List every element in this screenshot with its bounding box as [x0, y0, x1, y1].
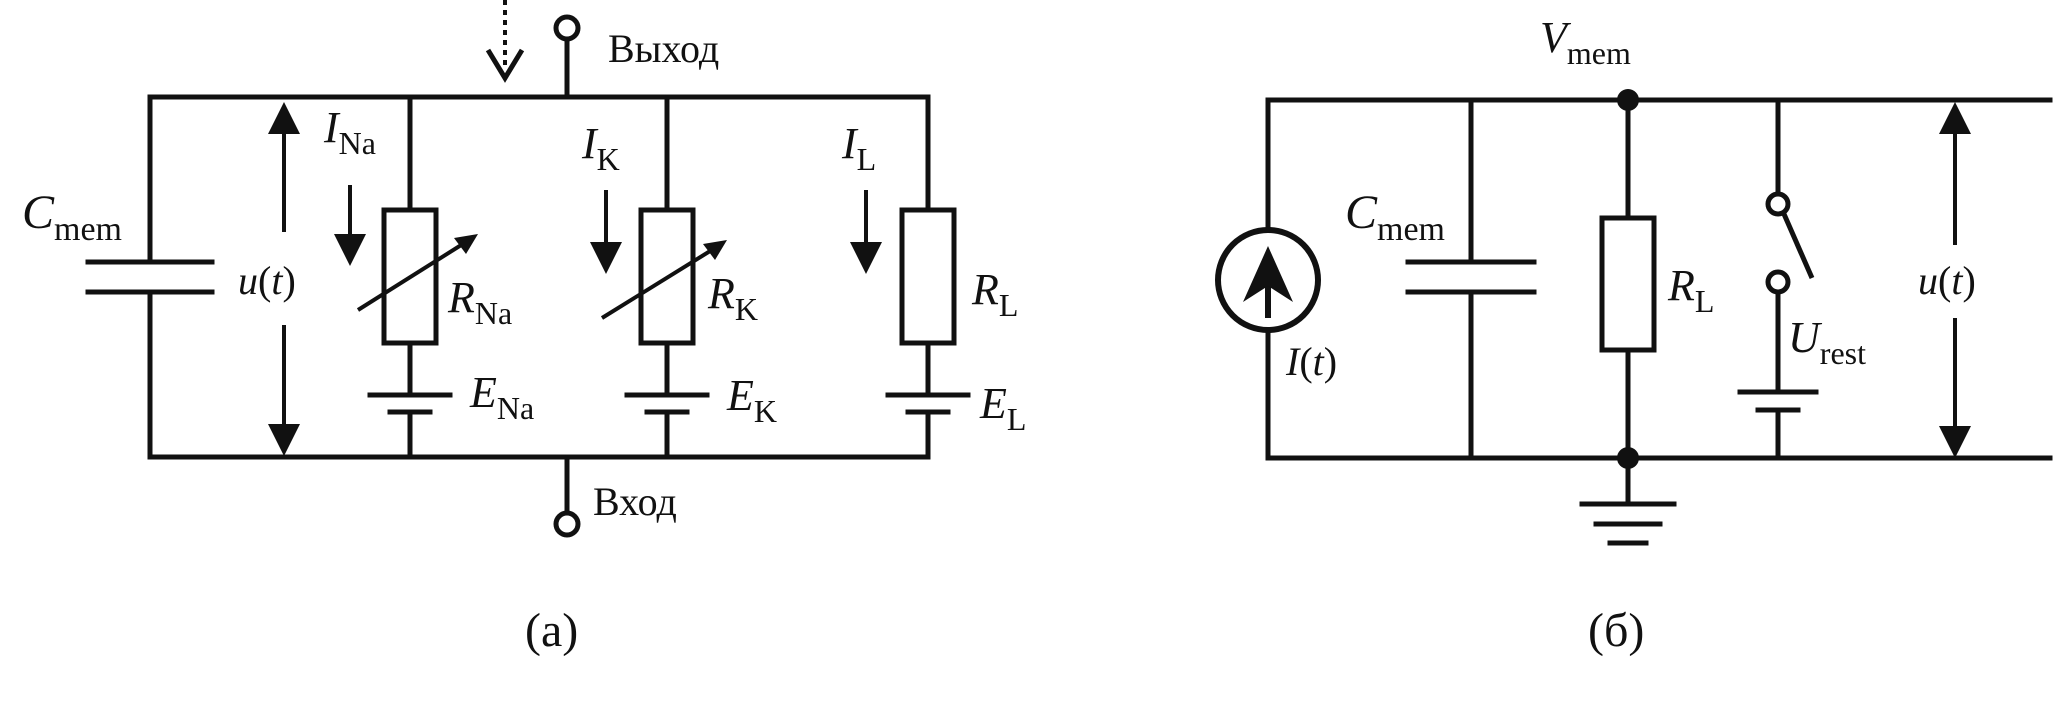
- leak-resistor-b: [1599, 89, 1657, 469]
- u-rest-label: Urest: [1788, 313, 1866, 371]
- i-of-t-label: I(t): [1285, 339, 1337, 384]
- vmem-label: Vmem: [1540, 13, 1631, 71]
- i-l-label: IL: [841, 119, 876, 177]
- e-na-label: ENa: [469, 368, 534, 426]
- cmem-label-a: Cmem: [22, 186, 122, 248]
- r-k-label: RK: [707, 269, 758, 327]
- output-label: Выход: [608, 26, 719, 71]
- cmem-label-b: Cmem: [1345, 186, 1445, 248]
- membrane-capacitor-b: [1405, 97, 1537, 461]
- diagram-a: Выход Вход Cmem u(t): [22, 0, 1026, 657]
- u-of-t-label-b: u(t): [1918, 258, 1976, 303]
- diagram-b: I(t) Cmem Vmem RL: [1215, 13, 2053, 657]
- caption-b: (б): [1588, 604, 1644, 657]
- ground-symbol: [1579, 455, 1677, 546]
- i-k-label: IK: [581, 119, 620, 177]
- input-terminal: [553, 454, 581, 538]
- e-k-label: EK: [726, 371, 777, 429]
- r-na-label: RNa: [447, 273, 512, 331]
- e-l-label: EL: [979, 379, 1026, 437]
- caption-a: (а): [525, 604, 578, 657]
- stimulus-dashed-arrow: [485, 0, 525, 83]
- reset-switch-branch: [1737, 97, 1819, 461]
- sodium-branch: [356, 94, 478, 460]
- potassium-branch: [600, 94, 727, 460]
- r-l-label-b: RL: [1667, 261, 1714, 319]
- membrane-capacitor-a: [85, 94, 215, 460]
- current-source: [1215, 97, 1321, 461]
- i-na-label: INa: [323, 103, 376, 161]
- leak-branch: [885, 94, 971, 460]
- r-l-label-a: RL: [971, 265, 1018, 323]
- u-of-t-label-a: u(t): [238, 258, 296, 303]
- output-terminal: [553, 14, 581, 100]
- input-label: Вход: [593, 479, 677, 524]
